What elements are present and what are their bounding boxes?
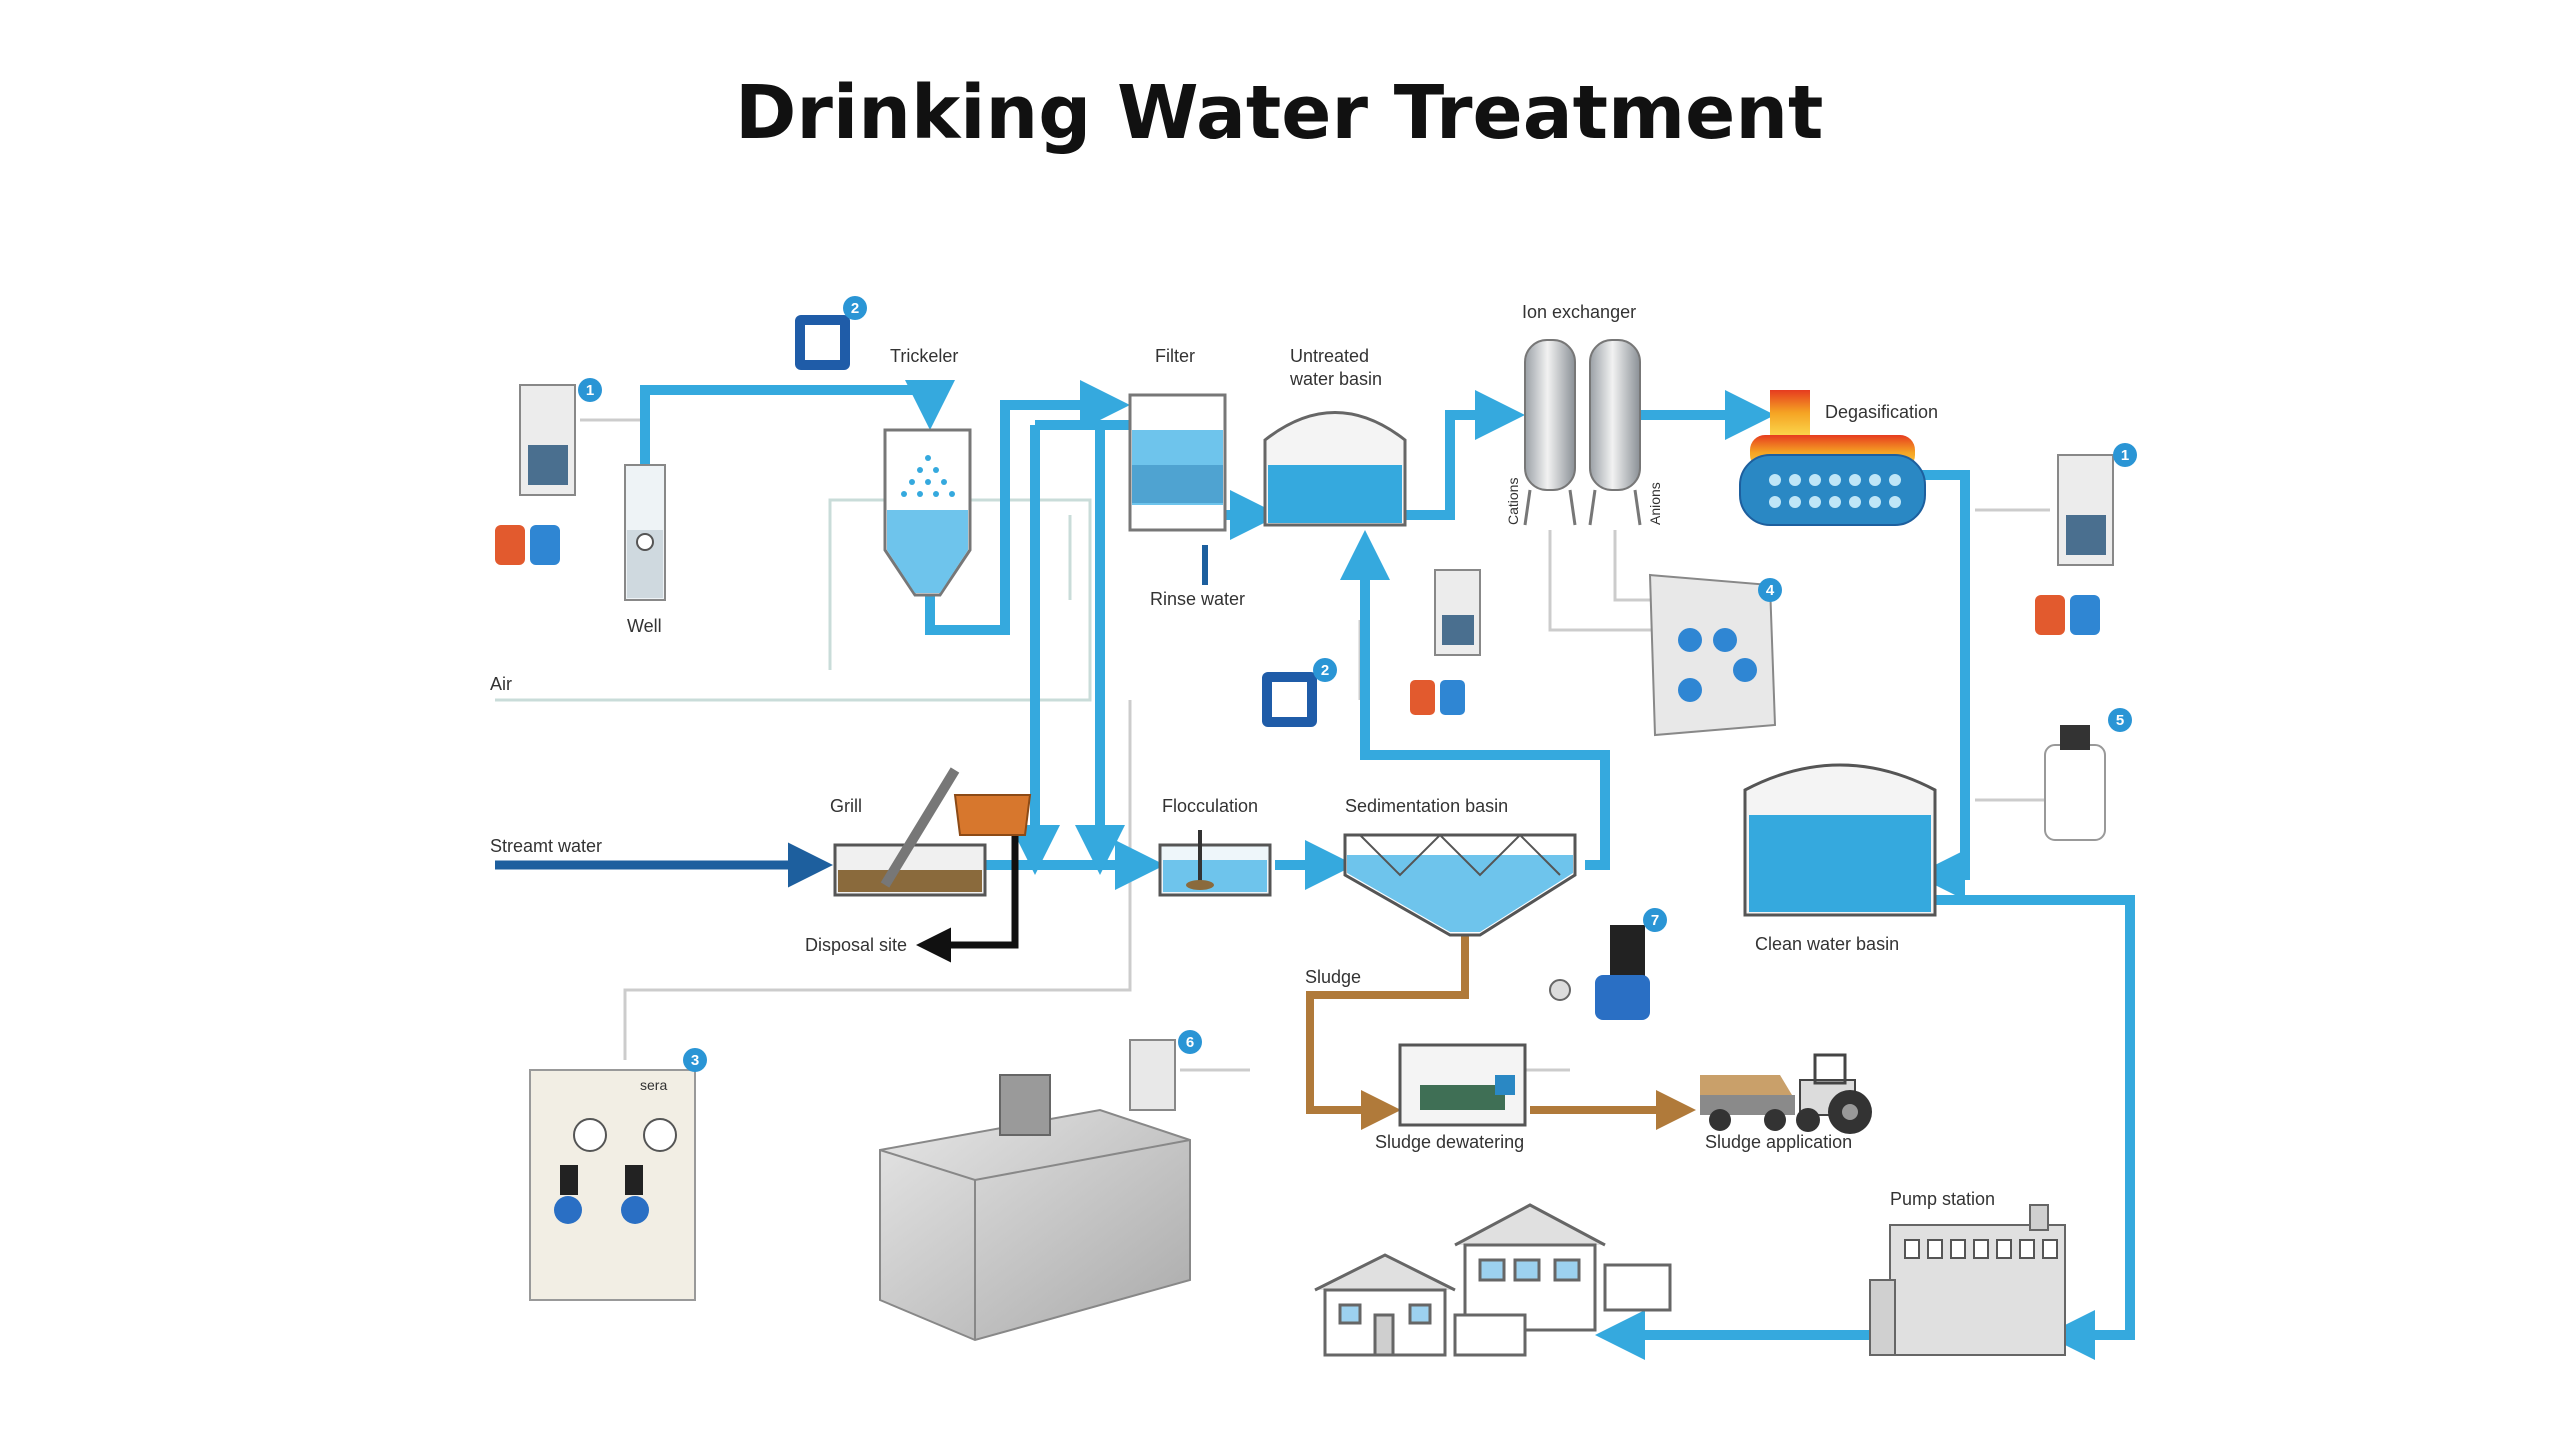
svg-text:4: 4 (1766, 582, 1775, 599)
svg-text:6: 6 (1186, 1034, 1194, 1051)
ion-exchanger (1523, 339, 1642, 526)
tractor-trailer (1700, 1053, 1872, 1134)
label-ion-exchanger: Ion exchanger (1522, 302, 1636, 322)
svg-text:5: 5 (2116, 712, 2124, 729)
badge-3: 3 (683, 1048, 707, 1072)
svg-text:2: 2 (1321, 662, 1329, 679)
flow-degas-to-clean (1915, 470, 1970, 900)
svg-text:7: 7 (1651, 912, 1659, 929)
svg-text:1: 1 (586, 382, 594, 399)
chemical-tank-5 (2044, 725, 2106, 841)
water-flow-lines (640, 380, 2135, 1360)
trickeler (883, 428, 972, 597)
label-filter: Filter (1155, 346, 1195, 366)
label-rinse-water: Rinse water (1150, 589, 1245, 609)
label-brand: sera (640, 1077, 667, 1093)
label-sludge: Sludge (1305, 967, 1361, 987)
controller-2-top (795, 315, 850, 370)
filter (1128, 393, 1227, 532)
flocculation-tank (1158, 830, 1272, 897)
badge-7: 7 (1643, 908, 1667, 932)
dosing-station-1b (2035, 454, 2114, 635)
polymer-tank-6 (879, 1039, 1191, 1342)
sludge-dewatering-unit (1398, 1043, 1527, 1127)
label-degasification: Degasification (1825, 402, 1938, 422)
flow-basin-to-ion (1405, 390, 1525, 520)
label-stream-water: Streamt water (490, 836, 602, 856)
label-air: Air (490, 674, 512, 694)
svg-text:3: 3 (691, 1052, 699, 1069)
label-sludge-dewatering: Sludge dewatering (1375, 1132, 1524, 1152)
dosing-cabinet-3 (529, 1069, 696, 1301)
label-sludge-application: Sludge application (1705, 1132, 1852, 1152)
label-disposal-site: Disposal site (805, 935, 907, 955)
label-well: Well (627, 616, 662, 636)
page-title: Drinking Water Treatment (735, 70, 1824, 156)
air-line (495, 498, 1092, 702)
well (624, 464, 666, 601)
badge-4: 4 (1758, 578, 1782, 602)
badge-6: 6 (1178, 1030, 1202, 1054)
untreated-water-basin (1263, 411, 1407, 527)
svg-text:2: 2 (851, 300, 859, 317)
label-grill: Grill (830, 796, 862, 816)
dosing-panel-4 (1648, 573, 1777, 737)
label-pump-station: Pump station (1890, 1189, 1995, 1209)
dosing-pump-7 (1549, 925, 1650, 1020)
svg-text:1: 1 (2121, 447, 2129, 464)
houses (1314, 1203, 1672, 1357)
label-untreated-2: water basin (1289, 369, 1382, 389)
sedimentation-basin (1343, 833, 1577, 937)
disposal-line (916, 800, 1019, 963)
grill (833, 767, 1032, 897)
flow-sediment-to-untreated (1340, 530, 1610, 870)
label-untreated-1: Untreated (1290, 346, 1369, 366)
flow-well-to-trickeler (640, 380, 955, 525)
degasification-unit (1739, 390, 1926, 526)
label-flocculation: Flocculation (1162, 796, 1258, 816)
label-trickeler: Trickeler (890, 346, 958, 366)
dosing-station-mid (1410, 569, 1481, 715)
dosing-station-1 (495, 384, 576, 565)
badges: 1 2 1 2 4 5 3 6 7 (578, 296, 2137, 1072)
badge-1-right: 1 (2113, 443, 2137, 467)
badge-2-mid: 2 (1313, 658, 1337, 682)
labels: Well Trickeler Filter Untreated water ba… (490, 302, 1995, 1209)
label-anions: Anions (1647, 482, 1663, 525)
label-cations: Cations (1505, 478, 1521, 525)
clean-water-basin (1743, 763, 1937, 917)
controller-2-mid (1262, 672, 1317, 727)
badge-5: 5 (2108, 708, 2132, 732)
badge-2-top: 2 (843, 296, 867, 320)
flow-trickeler-to-filter (925, 380, 1130, 635)
label-sedimentation-basin: Sedimentation basin (1345, 796, 1508, 816)
pump-station (1869, 1204, 2066, 1356)
flow-clean-to-pump (1935, 895, 2135, 1360)
label-clean-water-basin: Clean water basin (1755, 934, 1899, 954)
sludge-line (1306, 935, 1469, 1130)
badge-1-left: 1 (578, 378, 602, 402)
